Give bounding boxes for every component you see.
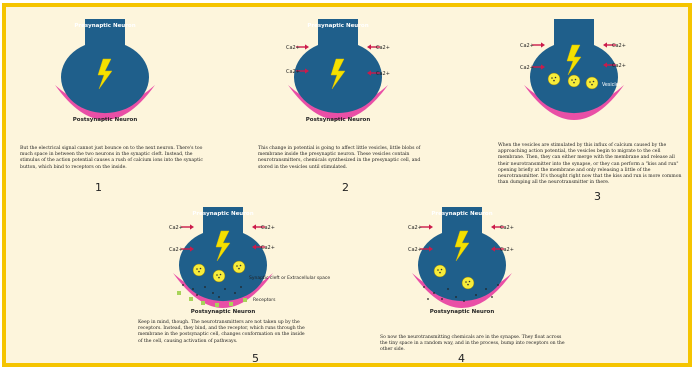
calcium-label: Ca2+ [520, 65, 534, 71]
vesicle [434, 265, 446, 277]
postsynaptic-label: Postsynaptic Neuron [191, 309, 256, 315]
calcium-label: Ca2+ [376, 45, 390, 51]
panel-5-diagram: Ca2+ Ca2+ Ca2+ Ca2+ Presynaptic Neuron P… [169, 207, 330, 315]
vesicle [193, 264, 205, 276]
calcium-label: Ca2+ [286, 45, 300, 51]
calcium-label: Ca2+ [169, 247, 183, 253]
vesicle [568, 75, 580, 87]
calcium-label: Ca2+ [261, 245, 275, 251]
receptors-label: Receptors [253, 297, 276, 303]
presynaptic-label: Presynaptic Neuron [74, 23, 135, 29]
panel-5-number: 5 [252, 352, 259, 365]
panel-4-diagram: Ca2+ Ca2+ Ca2+ Ca2+ Presynaptic Neuron P… [408, 207, 514, 315]
panel-3-diagram: Ca2+ Ca2+ Ca2+ Ca2+ Vesicles [520, 19, 626, 120]
panel-2-caption: This change in potential is going to aff… [258, 146, 430, 171]
vesicle [548, 73, 560, 85]
vesicle [462, 277, 474, 289]
vesicles-label: Vesicles [602, 82, 622, 88]
calcium-arrow [532, 42, 545, 47]
presynaptic-label: Presynaptic Neuron [307, 23, 368, 29]
calcium-label: Ca2+ [286, 69, 300, 75]
panel-4-caption: So now the neurotransmitting chemicals a… [380, 335, 570, 354]
calcium-arrow [420, 224, 433, 229]
calcium-arrow [181, 224, 194, 229]
panel-1-number: 1 [95, 181, 102, 194]
calcium-label: Ca2+ [376, 71, 390, 77]
postsynaptic-label: Postsynaptic Neuron [430, 309, 495, 315]
presynaptic-neuron-shape [418, 207, 506, 301]
calcium-label: Ca2+ [500, 247, 514, 253]
presynaptic-label: Presynaptic Neuron [192, 211, 253, 217]
synaptic-cleft-label: Synaptic cleft or Extracellular space [249, 275, 330, 281]
panel-1-diagram: Presynaptic Neuron Postsynaptic Neuron [55, 19, 155, 123]
vesicle [213, 270, 225, 282]
postsynaptic-label: Postsynaptic Neuron [73, 117, 138, 123]
vesicle [233, 261, 245, 273]
panel-2-number: 2 [342, 181, 349, 194]
calcium-label: Ca2+ [520, 43, 534, 49]
panel-4-number: 4 [458, 352, 465, 365]
calcium-label: Ca2+ [408, 247, 422, 253]
calcium-label: Ca2+ [169, 225, 183, 231]
panel-3-number: 3 [594, 190, 601, 203]
postsynaptic-label: Postsynaptic Neuron [306, 117, 371, 123]
presynaptic-neuron-shape [179, 207, 267, 301]
panel-2-diagram: Presynaptic Neuron Postsynaptic Neuron C… [286, 19, 390, 123]
calcium-label: Ca2+ [500, 225, 514, 231]
calcium-label: Ca2+ [612, 43, 626, 49]
calcium-label: Ca2+ [408, 225, 422, 231]
presynaptic-label: Presynaptic Neuron [431, 211, 492, 217]
calcium-label: Ca2+ [261, 225, 275, 231]
panel-3-caption: When the vesicles are stimulated by this… [498, 143, 686, 186]
panel-1-caption: But the electrical signal cannot just bo… [20, 146, 205, 171]
panel-5-caption: Keep in mind, though. The neurotransmitt… [138, 320, 306, 345]
vesicle [586, 77, 598, 89]
calcium-label: Ca2+ [612, 63, 626, 69]
